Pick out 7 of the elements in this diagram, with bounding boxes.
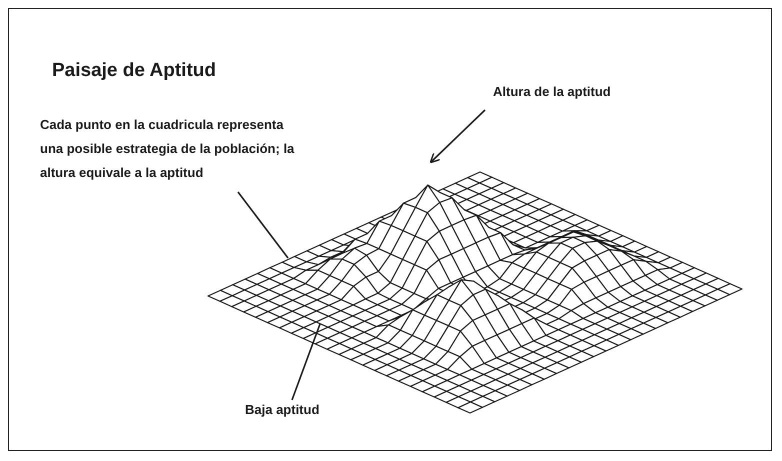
annotation-text: Baja aptitud [245, 401, 320, 419]
diagram-title: Paisaje de Aptitud [52, 60, 216, 82]
arrow [430, 109, 486, 164]
annotation-text: Cada punto en la cuadricula representa una posible estrategia de la población; la altura equivale a la aptitud [40, 116, 296, 182]
leader-line [237, 192, 289, 258]
leader-line [291, 324, 321, 400]
annotation-text: Altura de la aptitud [493, 83, 612, 101]
